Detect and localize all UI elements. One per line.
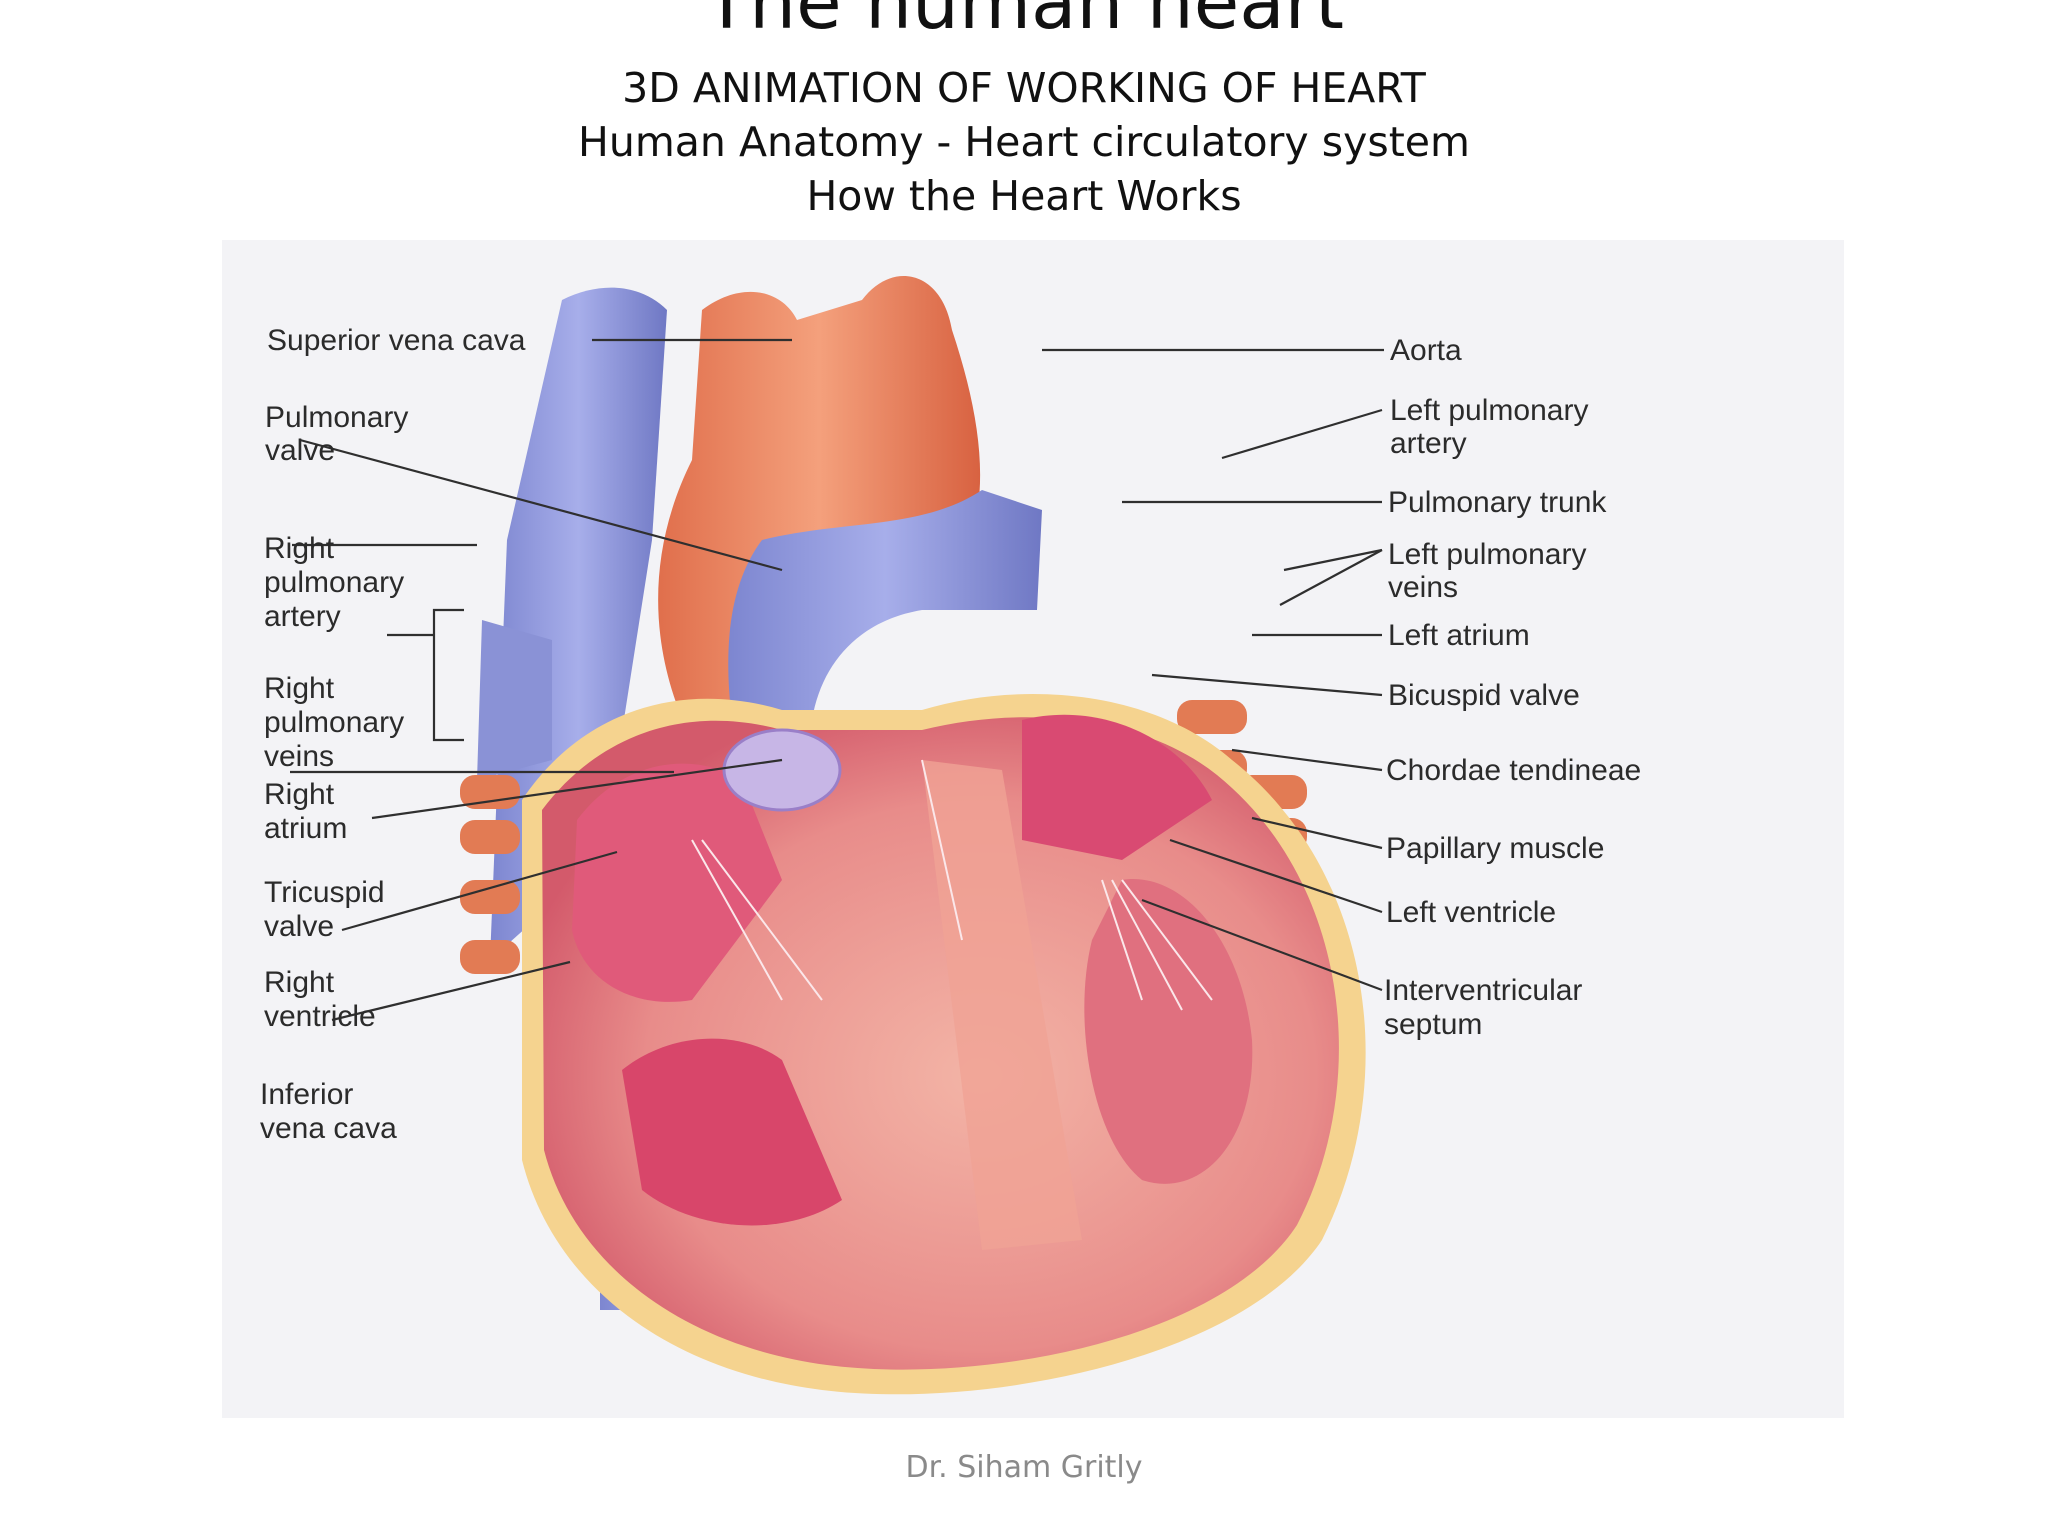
pulmonary-trunk-shape	[728, 490, 1042, 720]
label-right-atrium-2: atrium	[264, 812, 347, 845]
right-pulmonary-artery-shape	[477, 620, 552, 780]
right-atrium-chamber	[572, 763, 782, 1002]
label-interventricular-septum-1: Interventricular	[1384, 974, 1582, 1007]
label-bicuspid-valve: Bicuspid valve	[1388, 679, 1580, 712]
label-inferior-vena-cava-1: Inferior	[260, 1078, 353, 1111]
right-pulmonary-veins-shape	[460, 775, 520, 974]
label-chordae-tendineae: Chordae tendineae	[1386, 754, 1641, 787]
label-left-pulmonary-artery-2: artery	[1390, 427, 1467, 460]
label-left-pulmonary-veins-1: Left pulmonary	[1388, 538, 1586, 571]
label-right-pulmonary-veins-1: Right	[264, 672, 335, 705]
label-left-pulmonary-artery-1: Left pulmonary	[1390, 394, 1588, 427]
pulmonary-valve-shape	[722, 728, 842, 812]
label-right-ventricle-1: Right	[264, 966, 335, 999]
label-left-ventricle: Left ventricle	[1386, 896, 1556, 929]
label-aorta: Aorta	[1390, 334, 1462, 367]
label-right-pulmonary-veins-2: pulmonary	[264, 706, 404, 739]
subtitle-animation: 3D ANIMATION OF WORKING OF HEART	[622, 64, 1426, 112]
septum-shape	[922, 760, 1082, 1250]
label-right-ventricle-2: ventricle	[264, 1000, 376, 1033]
label-inferior-vena-cava-2: vena cava	[260, 1112, 397, 1145]
label-left-pulmonary-veins-2: veins	[1388, 571, 1458, 604]
label-tricuspid-valve-2: valve	[264, 910, 334, 943]
label-right-pulmonary-artery-2: pulmonary	[264, 566, 404, 599]
label-interventricular-septum-2: septum	[1384, 1008, 1482, 1041]
label-pulmonary-valve-1: Pulmonary	[265, 401, 408, 434]
label-tricuspid-valve-1: Tricuspid	[264, 876, 385, 909]
heart-illustration: Superior vena cava Pulmonary valve Right…	[260, 276, 1641, 1395]
label-right-pulmonary-artery-3: artery	[264, 600, 341, 633]
label-right-pulmonary-artery-1: Right	[264, 532, 335, 565]
subtitle-how-it-works: How the Heart Works	[806, 172, 1242, 220]
label-superior-vena-cava: Superior vena cava	[267, 324, 526, 357]
left-atrium-chamber	[1022, 714, 1212, 860]
subtitle-anatomy: Human Anatomy - Heart circulatory system	[578, 118, 1470, 166]
slide-title: The human heart	[703, 0, 1345, 46]
leader-lines	[290, 338, 1384, 1022]
right-ventricle-chamber	[622, 1038, 842, 1226]
label-pulmonary-trunk: Pulmonary trunk	[1388, 486, 1607, 519]
footer-author: Dr. Siham Gritly	[905, 1450, 1143, 1485]
label-papillary-muscle: Papillary muscle	[1386, 832, 1604, 865]
heart-diagram: Superior vena cava Pulmonary valve Right…	[222, 240, 1844, 1418]
label-left-atrium: Left atrium	[1388, 619, 1530, 652]
label-right-atrium-1: Right	[264, 778, 335, 811]
label-right-pulmonary-veins-3: veins	[264, 740, 334, 773]
label-pulmonary-valve-2: valve	[265, 434, 335, 467]
chordae-tendineae-shape	[691, 759, 1213, 1011]
